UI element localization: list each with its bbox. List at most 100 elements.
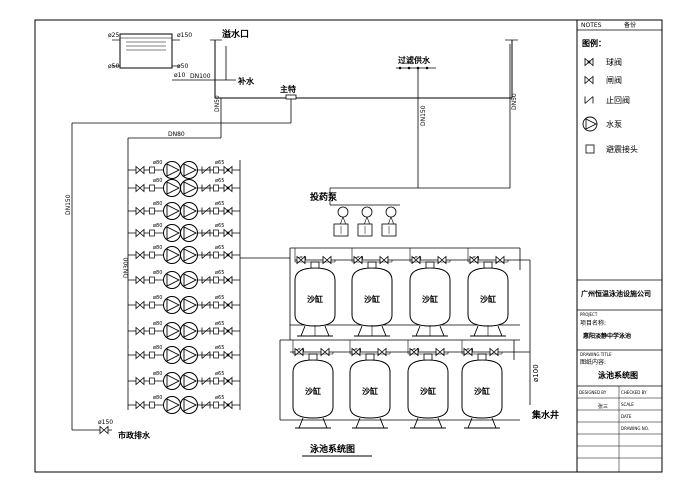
sand-filter-tank: 沙缸ø50 xyxy=(349,340,391,429)
pipe-label-d100: ø100 xyxy=(532,364,540,382)
gate-valve-icon xyxy=(377,348,387,356)
pump-discharge-label: ø65 xyxy=(215,371,224,377)
flex-joint-icon xyxy=(213,229,219,237)
gate-valve-icon xyxy=(495,256,505,264)
gate-valve-icon xyxy=(437,256,447,264)
pump-icon xyxy=(163,271,181,289)
pump-icon xyxy=(163,224,181,242)
drawing-name: 泳池系统图 xyxy=(598,370,638,380)
pipe-label-dn150-a: DN150 xyxy=(420,105,427,126)
pipe-label-d25: ø25 xyxy=(108,32,119,39)
backup-header: 备份 xyxy=(624,21,636,29)
flex-joint-icon xyxy=(585,144,595,154)
gate-valve-icon xyxy=(135,327,145,335)
flex-joint-icon xyxy=(213,401,219,409)
pump-discharge-label: ø65 xyxy=(215,270,224,276)
pump-icon xyxy=(163,396,181,414)
gate-valve-icon xyxy=(135,301,145,309)
gate-valve-icon xyxy=(135,184,145,192)
dosing-units xyxy=(329,187,510,237)
dosing-system-label: 投药泵 xyxy=(310,191,338,203)
gate-valve-icon xyxy=(435,348,445,356)
pump-icon xyxy=(180,322,198,340)
pump-row: ø80 ø65 xyxy=(128,295,240,314)
pump-icon xyxy=(180,271,198,289)
ball-valve-icon xyxy=(223,401,233,409)
sand-filter-label: 沙缸 xyxy=(307,294,323,304)
pump-discharge-label: ø65 xyxy=(215,160,224,166)
pipe-label-dn300: DN300 xyxy=(123,257,130,278)
pump-icon xyxy=(180,246,198,264)
pump-icon xyxy=(180,224,198,242)
flex-joint-icon xyxy=(149,229,155,237)
pump-icon xyxy=(180,346,198,364)
ball-valve-icon xyxy=(223,276,233,284)
flex-joint-icon xyxy=(149,207,155,215)
pump-icon xyxy=(163,346,181,364)
pump-suction-label: ø80 xyxy=(153,345,162,351)
filtered-supply-label: 过滤供水 xyxy=(398,55,431,65)
pump-icon xyxy=(180,179,198,197)
balance-tank xyxy=(119,33,173,69)
flex-joint-icon xyxy=(149,184,155,192)
sand-filter-tank: 沙缸ø50 xyxy=(409,248,451,337)
gate-valve-icon xyxy=(135,401,145,409)
gate-valve-icon xyxy=(135,229,145,237)
main-drain-label: 主特 xyxy=(280,84,296,94)
legend-check-valve: 止回阀 xyxy=(606,95,630,105)
flex-joint-icon xyxy=(213,251,219,259)
sump-label: 集水井 xyxy=(531,409,559,421)
pump-discharge-label: ø65 xyxy=(215,178,224,184)
gate-valve-icon xyxy=(135,166,145,174)
check-valve-icon xyxy=(584,96,594,104)
date-tag: DATE xyxy=(621,414,632,419)
sand-filter-label: 沙缸 xyxy=(305,386,321,396)
pipe-label-dn50-b: DN50 xyxy=(511,93,518,110)
pump-suction-label: ø80 xyxy=(153,245,162,251)
project-name: 惠阳淡静中学泳池 xyxy=(583,332,631,340)
pump-icon xyxy=(163,372,181,390)
flex-joint-icon xyxy=(213,276,219,284)
sand-filter-label: 沙缸 xyxy=(422,294,438,304)
ball-valve-icon xyxy=(223,229,233,237)
flex-joint-icon xyxy=(149,276,155,284)
flex-joint-icon xyxy=(213,301,219,309)
drawing-title-tag: DRAWING TITLE xyxy=(580,352,612,357)
sand-filter-label: 沙缸 xyxy=(362,386,378,396)
ball-valve-icon xyxy=(223,351,233,359)
ball-valve-icon xyxy=(223,327,233,335)
sand-filter-label: 沙缸 xyxy=(474,386,490,396)
pump-discharge-label: ø65 xyxy=(215,295,224,301)
sand-filter-tank: 沙缸ø50 xyxy=(461,340,503,429)
overflow-port-label: 溢水口 xyxy=(222,28,249,40)
sand-filter-tank: 沙缸ø50 xyxy=(292,340,334,429)
diagram-title: 泳池系统图 xyxy=(310,443,355,455)
flex-joint-icon xyxy=(213,184,219,192)
checker-tag: CHECKED BY xyxy=(621,390,647,395)
pump-icon xyxy=(180,396,198,414)
drain-valve-icon xyxy=(99,426,109,434)
project-label: 项目名称: xyxy=(580,319,606,327)
pump-suction-label: ø80 xyxy=(153,270,162,276)
pipe-label-d150: ø150 xyxy=(177,32,192,39)
designer-tag: DESIGNED BY xyxy=(579,390,607,395)
pump-row: ø80 ø65 xyxy=(128,160,240,179)
designer-value: 张三 xyxy=(598,403,608,410)
company-name: 广州恒温泳池设施公司 xyxy=(581,289,651,298)
pump-suction-label: ø80 xyxy=(153,295,162,301)
gate-valve-icon xyxy=(322,256,332,264)
pump-icon xyxy=(163,322,181,340)
notes-header: NOTES xyxy=(581,22,602,29)
gate-valve-icon xyxy=(489,348,499,356)
pump-suction-label: ø80 xyxy=(153,160,162,166)
gate-valve-icon xyxy=(584,76,594,84)
flex-joint-icon xyxy=(213,166,219,174)
pump-suction-label: ø80 xyxy=(153,321,162,327)
swimming-pool xyxy=(210,39,518,99)
